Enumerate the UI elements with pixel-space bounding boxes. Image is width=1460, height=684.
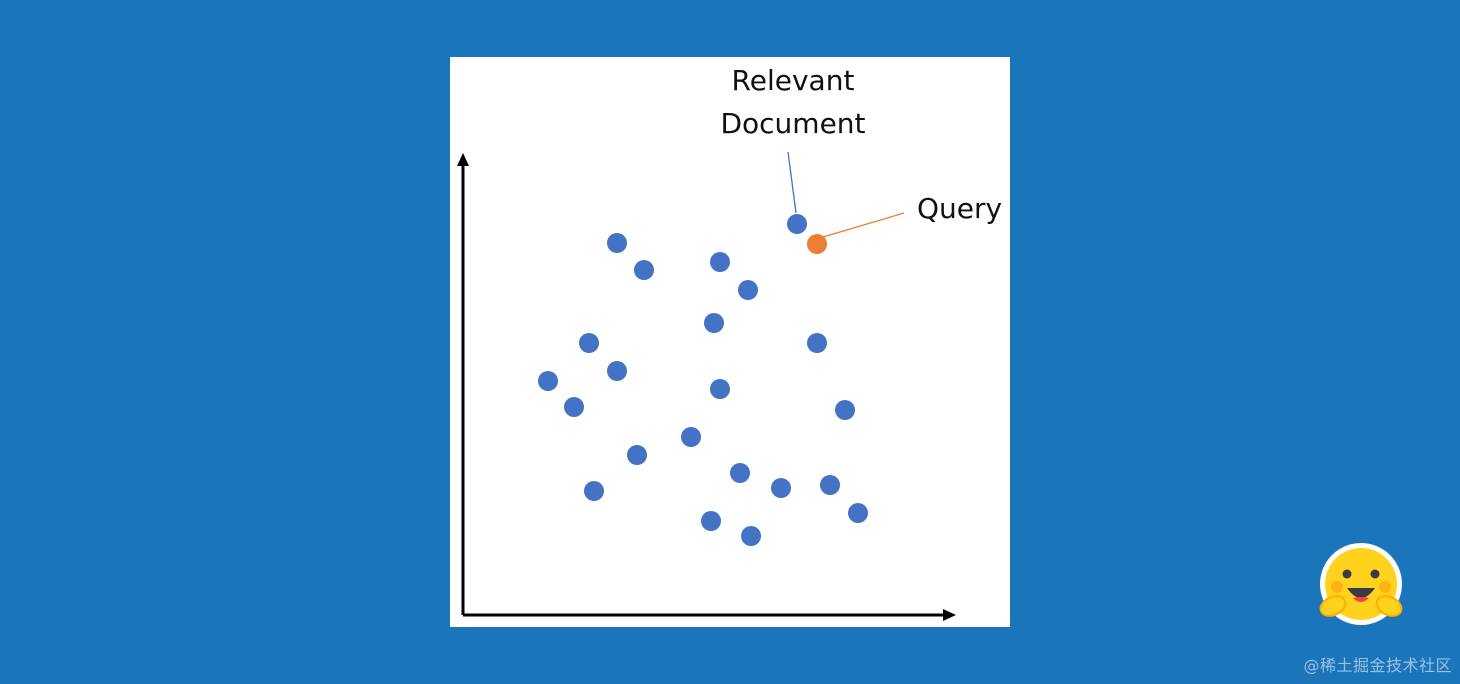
x-axis-arrowhead (943, 609, 956, 621)
document-point (710, 252, 730, 272)
y-axis-arrowhead (457, 153, 469, 166)
hugging-face-emoji-icon (1319, 543, 1403, 625)
document-point (835, 400, 855, 420)
points-layer (538, 214, 868, 546)
query-leader-line (822, 212, 905, 238)
embedding-diagram-panel: Relevant Document Query (450, 57, 1010, 627)
document-point (607, 361, 627, 381)
document-point (607, 233, 627, 253)
document-point (704, 313, 724, 333)
document-point (771, 478, 791, 498)
relevant-document-label-line1: Relevant (732, 64, 855, 97)
document-point (681, 427, 701, 447)
document-point (579, 333, 599, 353)
relevant-document-point (787, 214, 807, 234)
relevant-document-leader-line (787, 151, 797, 214)
query-label: Query (917, 192, 1002, 225)
query-point (807, 234, 827, 254)
document-point (730, 463, 750, 483)
document-point (584, 481, 604, 501)
document-point (627, 445, 647, 465)
document-point (741, 526, 761, 546)
relevant-document-label-line2: Document (720, 107, 865, 140)
document-point (820, 475, 840, 495)
document-point (634, 260, 654, 280)
document-point (701, 511, 721, 531)
annotation-leaders (787, 151, 905, 238)
document-point (807, 333, 827, 353)
document-point (538, 371, 558, 391)
axes (457, 153, 956, 621)
annotation-labels: Relevant Document Query (720, 64, 1002, 225)
document-point (564, 397, 584, 417)
document-point (848, 503, 868, 523)
document-point (710, 379, 730, 399)
panel-background (450, 57, 1010, 627)
document-point (738, 280, 758, 300)
watermark-text: @稀土掘金技术社区 (1303, 656, 1452, 675)
